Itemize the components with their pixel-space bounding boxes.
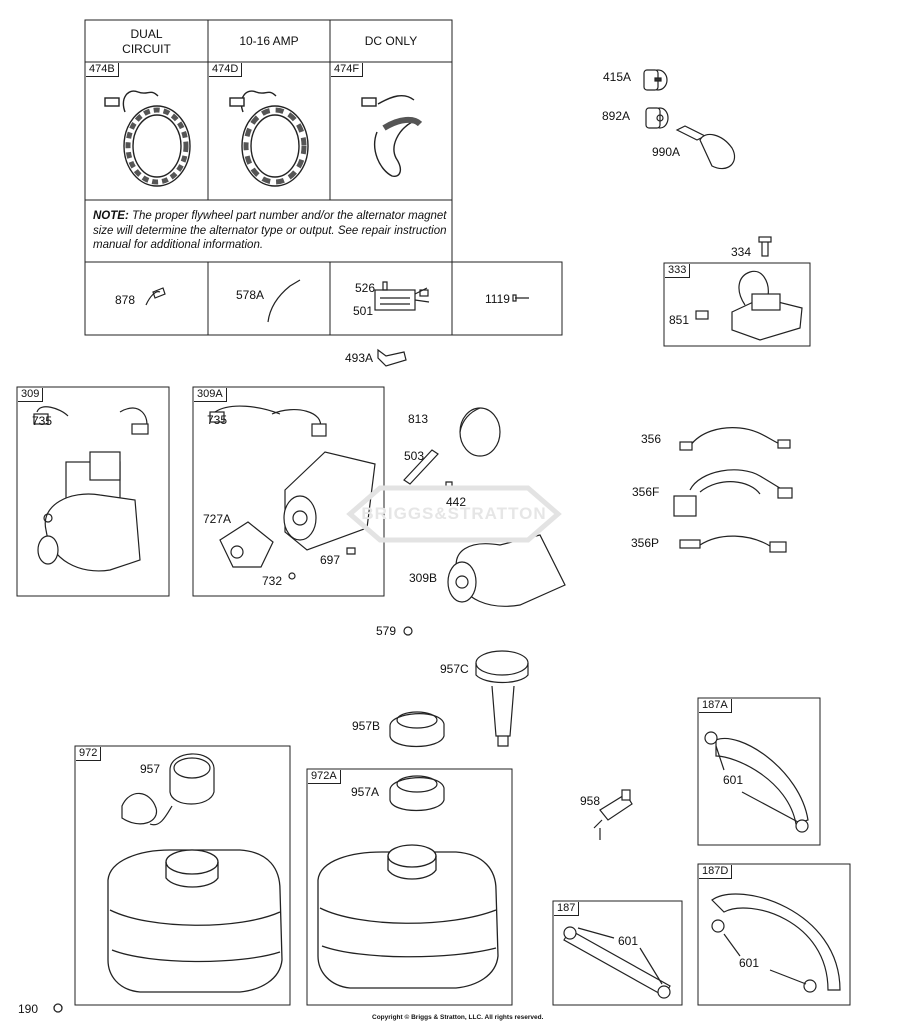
label-735-309a: 735 bbox=[207, 413, 228, 427]
label-442: 442 bbox=[446, 495, 467, 509]
stator-474f-drawing bbox=[361, 94, 423, 177]
ignition-coil-333-drawing bbox=[695, 270, 803, 341]
dipstick-957c-drawing bbox=[475, 650, 529, 747]
tag-474b: 474B bbox=[86, 63, 119, 77]
label-958: 958 bbox=[580, 794, 601, 808]
brand-watermark: BRIGGS&STRATTON bbox=[361, 504, 547, 523]
cap-957-drawing bbox=[121, 753, 215, 826]
valve-958-drawing bbox=[593, 789, 633, 840]
label-356p: 356P bbox=[631, 536, 660, 550]
label-356: 356 bbox=[641, 432, 662, 446]
fuel-line-187a-drawing bbox=[704, 731, 809, 833]
box-187a bbox=[697, 697, 821, 846]
stator-474d-drawing bbox=[229, 90, 309, 187]
label-878: 878 bbox=[115, 293, 136, 307]
label-957: 957 bbox=[140, 762, 161, 776]
starter-309b-drawing bbox=[403, 407, 566, 636]
part-415a-drawing bbox=[643, 69, 668, 91]
box-972 bbox=[74, 745, 291, 1006]
label-334: 334 bbox=[731, 245, 752, 259]
label-601-187: 601 bbox=[618, 934, 639, 948]
brand-watermark-shape bbox=[346, 485, 562, 543]
label-957c: 957C bbox=[440, 662, 469, 676]
harness-356-drawing bbox=[679, 427, 791, 451]
tag-309: 309 bbox=[18, 388, 44, 402]
header-dc-only: DC ONLY bbox=[364, 34, 418, 48]
part-578a-drawing bbox=[267, 279, 301, 323]
label-957a: 957A bbox=[351, 785, 380, 799]
label-356f: 356F bbox=[632, 485, 660, 499]
label-732: 732 bbox=[262, 574, 283, 588]
fuel-line-187d-drawing bbox=[711, 893, 841, 993]
header-10-16-amp: 10-16 AMP bbox=[239, 34, 299, 48]
label-697: 697 bbox=[320, 553, 341, 567]
tag-309a: 309A bbox=[194, 388, 227, 402]
tag-333: 333 bbox=[665, 264, 691, 278]
part-1119-drawing bbox=[512, 294, 529, 302]
harness-356p-drawing bbox=[679, 535, 787, 553]
tag-972: 972 bbox=[76, 747, 102, 761]
box-972a bbox=[306, 768, 513, 1006]
fuel-line-187-drawing bbox=[563, 926, 671, 999]
label-415a: 415A bbox=[603, 70, 632, 84]
box-187 bbox=[552, 900, 683, 1006]
part-526-drawing bbox=[382, 281, 388, 291]
cap-957a-drawing bbox=[389, 775, 445, 811]
stator-474b-drawing bbox=[104, 90, 191, 187]
part-493a-drawing bbox=[377, 348, 407, 367]
tag-187d: 187D bbox=[699, 865, 733, 879]
box-187d bbox=[697, 863, 851, 1006]
alternator-table bbox=[84, 19, 563, 336]
label-735-309: 735 bbox=[32, 414, 53, 428]
part-878-drawing bbox=[145, 287, 166, 306]
label-601-187a: 601 bbox=[723, 773, 744, 787]
part-334-drawing bbox=[758, 236, 772, 257]
label-493a: 493A bbox=[345, 351, 374, 365]
tag-972a: 972A bbox=[308, 770, 341, 784]
label-526: 526 bbox=[355, 281, 376, 295]
label-892a: 892A bbox=[602, 109, 631, 123]
box-333 bbox=[663, 262, 811, 347]
starter-309a-drawing bbox=[209, 405, 376, 580]
label-503: 503 bbox=[404, 449, 425, 463]
label-578a: 578A bbox=[236, 288, 265, 302]
part-990a-drawing bbox=[675, 125, 736, 170]
header-dual-circuit: DUAL CIRCUIT bbox=[122, 27, 171, 56]
box-309 bbox=[16, 386, 170, 597]
copyright-notice: Copyright © Briggs & Stratton, LLC. All … bbox=[372, 1014, 544, 1021]
alternator-note: NOTE: The proper flywheel part number an… bbox=[93, 209, 448, 253]
label-990a: 990A bbox=[652, 145, 681, 159]
box-309a bbox=[192, 386, 385, 597]
label-813: 813 bbox=[408, 412, 429, 426]
label-957b: 957B bbox=[352, 719, 381, 733]
starter-309-drawing bbox=[33, 406, 149, 572]
tag-474d: 474D bbox=[209, 63, 243, 77]
fuel-tank-972-drawing bbox=[53, 849, 283, 1013]
label-1119: 1119 bbox=[485, 292, 510, 306]
label-309b: 309B bbox=[409, 571, 438, 585]
label-579: 579 bbox=[376, 624, 397, 638]
label-190: 190 bbox=[18, 1002, 39, 1016]
tag-187a: 187A bbox=[699, 699, 732, 713]
cap-957b-drawing bbox=[389, 711, 445, 747]
fuel-tank-972a-drawing bbox=[317, 844, 499, 989]
note-lead: NOTE: bbox=[93, 210, 129, 222]
label-851: 851 bbox=[669, 313, 690, 327]
harness-356f-drawing bbox=[673, 469, 793, 517]
part-892a-drawing bbox=[645, 107, 669, 129]
tag-187: 187 bbox=[554, 902, 580, 916]
tag-474f: 474F bbox=[331, 63, 364, 77]
label-727a: 727A bbox=[203, 512, 232, 526]
label-501: 501 bbox=[353, 304, 374, 318]
note-text: The proper flywheel part number and/or t… bbox=[93, 210, 447, 251]
label-601-187d: 601 bbox=[739, 956, 760, 970]
part-501-drawing bbox=[374, 287, 430, 311]
